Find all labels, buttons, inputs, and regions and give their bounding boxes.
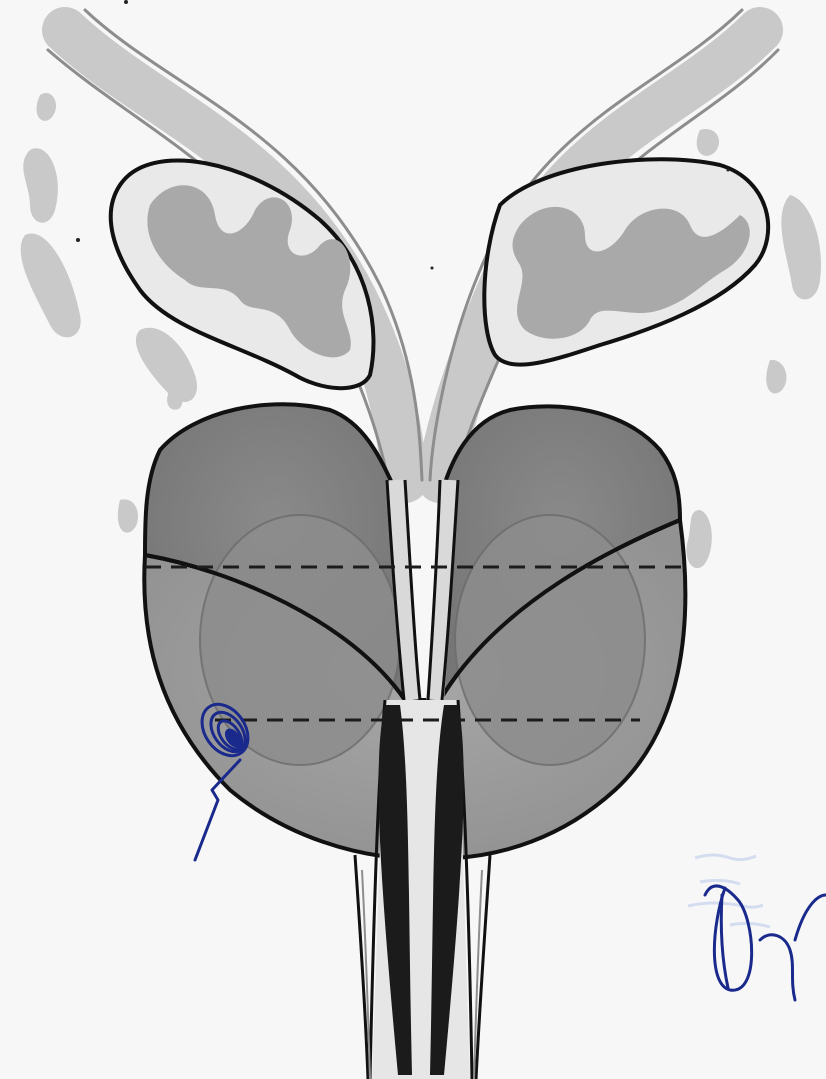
transition-zone-left bbox=[200, 515, 400, 765]
transition-zone-right bbox=[455, 515, 645, 765]
